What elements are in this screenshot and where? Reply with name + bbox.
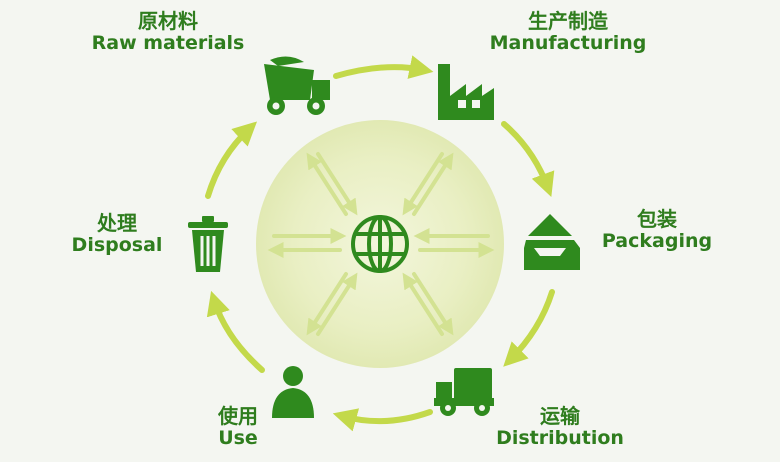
label-manufacturing: 生产制造 Manufacturing bbox=[478, 10, 658, 55]
label-raw-materials-en: Raw materials bbox=[91, 32, 245, 54]
arrow-distribution-to-use bbox=[332, 408, 433, 432]
center-arrows bbox=[267, 152, 495, 336]
label-use-en: Use bbox=[218, 427, 258, 449]
label-distribution-zh: 运输 bbox=[540, 404, 580, 428]
label-distribution: 运输 Distribution bbox=[490, 405, 630, 450]
cycle-arrows bbox=[205, 55, 555, 432]
arrow-use-to-disposal bbox=[206, 290, 265, 373]
globe-icon bbox=[351, 215, 409, 273]
label-manufacturing-zh: 生产制造 bbox=[528, 9, 608, 33]
label-disposal-zh: 处理 bbox=[97, 211, 137, 235]
factory-icon bbox=[438, 64, 494, 120]
arrow-raw-to-manufacturing bbox=[333, 55, 434, 79]
delivery-truck-icon bbox=[434, 368, 494, 416]
dump-truck-icon bbox=[264, 56, 330, 115]
label-distribution-en: Distribution bbox=[496, 427, 624, 449]
label-use-zh: 使用 bbox=[218, 404, 258, 428]
label-disposal-en: Disposal bbox=[71, 234, 163, 256]
label-raw-materials-zh: 原材料 bbox=[138, 9, 198, 33]
label-packaging: 包装 Packaging bbox=[592, 208, 722, 253]
arrow-manufacturing-to-packaging bbox=[501, 121, 555, 198]
arrow-packaging-to-distribution bbox=[503, 289, 555, 367]
label-disposal: 处理 Disposal bbox=[62, 212, 172, 257]
label-packaging-en: Packaging bbox=[601, 230, 713, 252]
open-box-icon bbox=[524, 214, 580, 270]
label-packaging-zh: 包装 bbox=[637, 207, 677, 231]
person-icon bbox=[272, 366, 314, 418]
label-raw-materials: 原材料 Raw materials bbox=[78, 10, 258, 55]
trash-bin-icon bbox=[188, 216, 228, 272]
label-use: 使用 Use bbox=[198, 405, 278, 450]
arrow-disposal-to-raw bbox=[205, 121, 258, 199]
label-manufacturing-en: Manufacturing bbox=[489, 32, 647, 54]
